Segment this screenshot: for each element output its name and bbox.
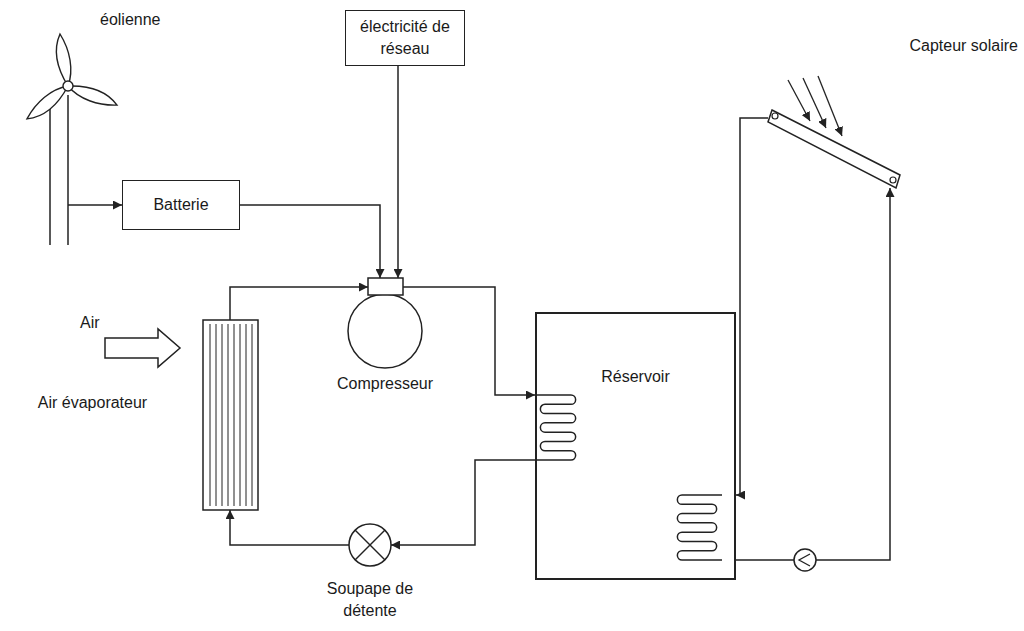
storage-tank: Réservoir bbox=[535, 312, 736, 580]
pipe-connector bbox=[397, 66, 399, 278]
pipe-connector bbox=[230, 287, 368, 320]
pipe-connector bbox=[240, 205, 380, 278]
pipe-connector bbox=[736, 188, 890, 560]
node-label: éolienne bbox=[100, 9, 161, 31]
pipe-connector bbox=[736, 118, 768, 495]
condenser-coil bbox=[535, 395, 576, 460]
pipe-connector bbox=[68, 204, 122, 206]
node-label: Air évaporateur bbox=[35, 392, 150, 414]
pump-symbol bbox=[799, 554, 810, 566]
node-label: Capteur solaire bbox=[910, 35, 1019, 57]
air-flow-arrow bbox=[105, 329, 180, 367]
battery-box: Batterie bbox=[122, 180, 240, 230]
node-label: Réservoir bbox=[537, 366, 734, 388]
pump-symbol bbox=[794, 549, 816, 571]
grid-supply-box: électricité de réseau bbox=[345, 10, 465, 66]
node-label: Compresseur bbox=[330, 373, 440, 395]
node-label: Soupape de détente bbox=[320, 578, 420, 623]
solar-collector: Capteur solaire bbox=[755, 20, 1020, 195]
flow-label: Air bbox=[80, 312, 100, 334]
node-label: électricité de réseau bbox=[354, 16, 456, 61]
compressor: Compresseur bbox=[330, 276, 440, 396]
expansion-valve: Soupape de détente bbox=[310, 520, 430, 631]
node-label: Batterie bbox=[153, 194, 208, 216]
pipe-connector bbox=[391, 460, 535, 545]
pipe-connector bbox=[230, 510, 349, 545]
evaporator: Air évaporateur bbox=[195, 316, 265, 516]
solar-coil bbox=[677, 495, 722, 560]
evaporator-art bbox=[195, 316, 265, 516]
